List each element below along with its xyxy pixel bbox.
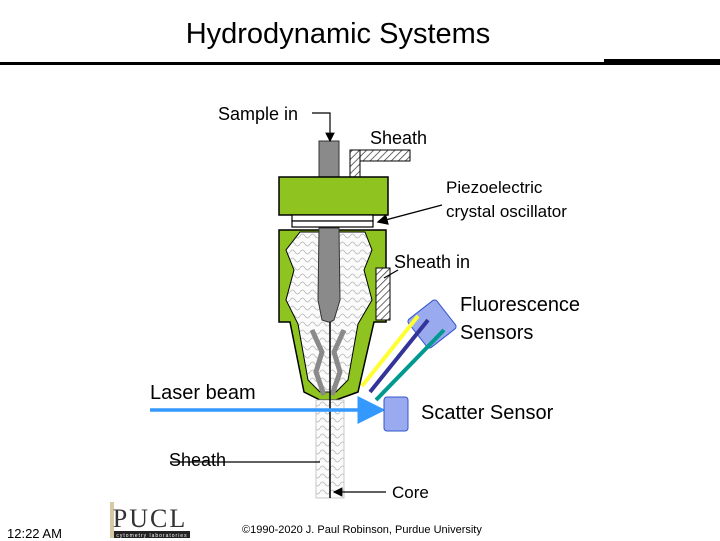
title-rule-accent bbox=[604, 59, 720, 63]
sheath-bottom-label: Sheath bbox=[169, 450, 227, 470]
footer-copyright: ©1990-2020 J. Paul Robinson, Purdue Univ… bbox=[242, 524, 482, 536]
piezo-label-line1: Piezoelectric bbox=[446, 178, 543, 197]
piezo-crystal-lower bbox=[291, 220, 374, 228]
sheath-in-leader bbox=[383, 269, 399, 279]
pucl-logo-text: PUCL bbox=[113, 504, 187, 533]
piezo-leader bbox=[376, 204, 443, 225]
footer-time: 12:22 AM bbox=[7, 526, 62, 541]
scatter-sensor-label: Scatter Sensor bbox=[421, 402, 554, 424]
piezo-crystal-upper bbox=[291, 214, 374, 222]
sheath-side-port bbox=[375, 267, 391, 321]
pucl-logo: PUCL cytometry laboratories bbox=[110, 500, 190, 540]
piezo-label-line2: crystal oscillator bbox=[446, 202, 567, 221]
nozzle-top-block bbox=[278, 176, 389, 216]
sample-in-leader bbox=[312, 112, 335, 143]
pucl-logo-subtext: cytometry laboratories bbox=[116, 533, 187, 539]
core-label: Core bbox=[392, 483, 429, 502]
scatter-sensor-box bbox=[383, 396, 409, 432]
title-rule bbox=[0, 62, 720, 65]
fluorescence-beam-yellow bbox=[360, 314, 420, 388]
core-stream-right bbox=[329, 328, 347, 396]
sample-needle bbox=[317, 227, 341, 323]
sheath-in-label: Sheath in bbox=[394, 252, 471, 272]
sheath-top-label: Sheath bbox=[370, 128, 428, 148]
laser-beam-label: Laser beam bbox=[150, 382, 256, 404]
fluorescence-label-line1: Fluorescence bbox=[460, 294, 581, 316]
slide-title: Hydrodynamic Systems bbox=[185, 18, 491, 50]
fluorescence-label-line2: Sensors bbox=[460, 322, 534, 344]
sheath-inlet-stem bbox=[349, 149, 361, 179]
sample-inlet-tube bbox=[318, 140, 340, 179]
fluorescence-beam-navy bbox=[368, 318, 430, 394]
core-stream-left bbox=[309, 328, 327, 396]
sample-in-label: Sample in bbox=[218, 104, 299, 124]
fluorescence-beam-teal bbox=[374, 328, 446, 402]
